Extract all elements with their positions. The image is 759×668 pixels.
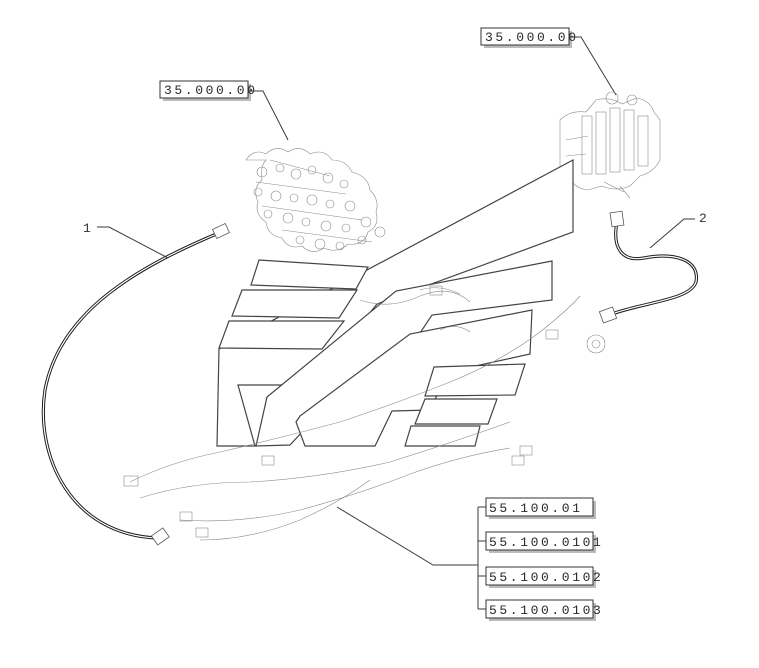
ref-box-group-3[interactable]: 55.100.0102 [485,566,603,588]
leader-top-left [248,90,289,141]
ref-box-top-left[interactable]: 35.000.00 [159,80,258,101]
cable-item-1[interactable] [41,222,230,546]
leader-callout-1 [97,226,169,259]
ref-label-group-4: 55.100.0103 [489,603,603,618]
ref-box-group-4[interactable]: 55.100.0103 [485,599,603,621]
wiring-harness-sketch [123,285,606,541]
leader-top-right [569,36,617,96]
control-valve-right [559,91,661,199]
leader-ref-group [336,506,478,566]
leader-callout-2 [649,218,695,249]
callout-number-2[interactable]: 2 [699,211,707,226]
ref-label-group-2: 55.100.0101 [489,535,603,550]
ref-box-top-right[interactable]: 35.000.00 [480,27,579,48]
ref-label-top-left: 35.000.00 [164,83,258,98]
ref-box-group-1[interactable]: 55.100.01 [485,497,596,519]
ref-box-group-2[interactable]: 55.100.0101 [485,531,603,553]
ref-label-top-right: 35.000.00 [485,30,579,45]
brand-emblem-graphic [216,158,574,447]
ref-label-group-3: 55.100.0102 [489,570,603,585]
control-valve-left [245,148,386,252]
cable-item-2[interactable] [598,210,698,324]
ref-label-group-1: 55.100.01 [489,501,583,516]
callout-number-1[interactable]: 1 [83,221,91,236]
